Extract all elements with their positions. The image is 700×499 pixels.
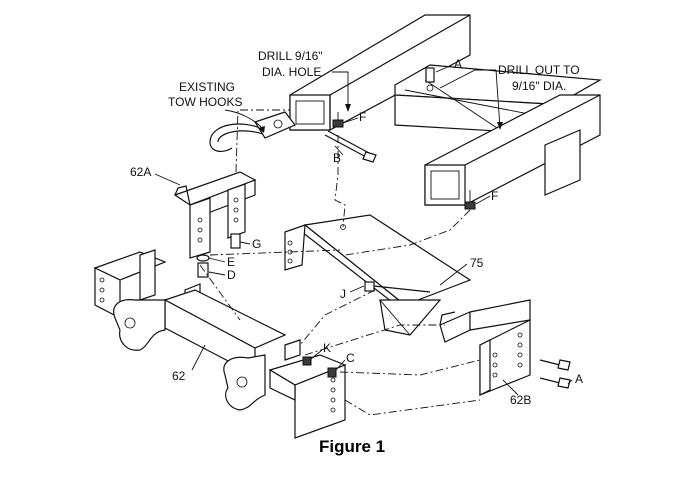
label-j: J xyxy=(340,287,346,301)
label-d: D xyxy=(227,268,236,282)
bolt-a-right-lower xyxy=(539,377,571,389)
right-frame-rail xyxy=(424,94,601,206)
nut-d xyxy=(197,262,209,278)
label-f-right: F xyxy=(491,189,498,203)
label-c: C xyxy=(346,351,355,365)
label-drill-out-line1: DRILL OUT TO xyxy=(498,63,580,77)
label-drill-out-line2: 9/16" DIA. xyxy=(512,79,566,93)
label-f-left: F xyxy=(359,110,366,124)
label-75: 75 xyxy=(470,256,484,270)
label-e: E xyxy=(227,255,235,269)
bracket-62a xyxy=(173,171,257,259)
label-drill-9-16-line2: DIA. HOLE xyxy=(262,65,321,79)
label-k: K xyxy=(323,341,331,355)
bracket-62b xyxy=(439,299,531,396)
leader-lines xyxy=(154,64,573,396)
center-plate-75 xyxy=(284,214,472,336)
bolt-a-top xyxy=(425,67,435,83)
figure-caption: Figure 1 xyxy=(319,437,385,456)
bolt-f-left xyxy=(332,112,344,128)
bolt-a-right-upper xyxy=(539,359,571,371)
nut-k xyxy=(302,356,312,366)
bolt-g xyxy=(230,233,241,249)
label-existing-line1: EXISTING xyxy=(179,80,235,94)
label-b: B xyxy=(333,151,341,165)
washer-e xyxy=(196,254,210,262)
left-frame-rail xyxy=(289,14,471,131)
receiver-62 xyxy=(93,249,347,439)
label-62: 62 xyxy=(172,369,186,383)
label-62b: 62B xyxy=(510,393,531,407)
bolt-c xyxy=(327,367,337,378)
label-a-top: A xyxy=(454,57,462,71)
label-drill-9-16-line1: DRILL 9/16" xyxy=(258,49,323,63)
label-g: G xyxy=(252,237,261,251)
label-a-right: A xyxy=(575,372,583,386)
alignment-lines xyxy=(199,109,481,416)
bolt-b xyxy=(324,130,377,163)
label-62a: 62A xyxy=(130,165,151,179)
tow-hook xyxy=(209,111,296,152)
label-existing-line2: TOW HOOKS xyxy=(168,95,242,109)
bolt-j xyxy=(364,281,431,293)
bolt-f-right xyxy=(464,190,476,210)
